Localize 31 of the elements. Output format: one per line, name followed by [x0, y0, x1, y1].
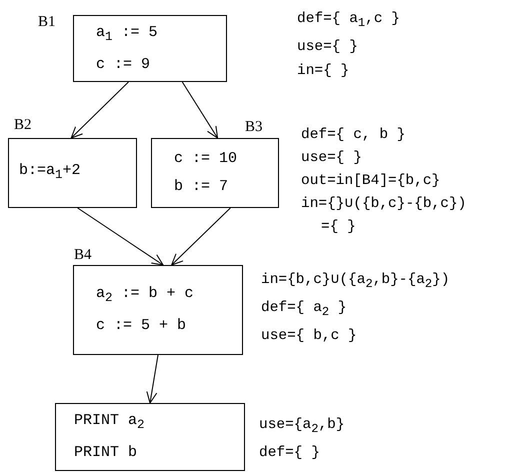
- set-equation: in={}∪({b,c}-{b,c}): [301, 195, 466, 214]
- set-equation: def={ }: [259, 444, 321, 463]
- statement: c := 9: [96, 54, 152, 74]
- statement: b:=a$_{1}$+2: [19, 161, 82, 184]
- statement: PRINT b: [74, 443, 138, 463]
- arrow: [146, 354, 158, 404]
- statement: a$_{2}$ := b + c: [96, 284, 195, 307]
- statement: PRINT a$_{2}$: [74, 411, 146, 434]
- set-equation: def={ a$_{1}$,c }: [297, 10, 400, 32]
- set-equation: out=in[B4]={b,c}: [301, 172, 442, 191]
- arrow: [182, 82, 218, 138]
- arrow: [77, 208, 164, 266]
- block-label: B3: [245, 119, 263, 136]
- block-label: B4: [74, 247, 92, 264]
- statement: c := 10: [174, 149, 238, 169]
- statement: b := 7: [174, 177, 230, 197]
- set-equation: def={ c, b }: [301, 126, 406, 145]
- set-equation: ={ }: [320, 218, 357, 237]
- set-equation: in={b,c}∪({a$_{2}$,b}-{a$_{2}$}): [261, 271, 450, 293]
- arrow: [70, 82, 129, 138]
- set-equation: use={a$_{2}$,b}: [259, 416, 345, 438]
- statement: a$_{1}$ := 5: [96, 22, 159, 46]
- set-equation: def={ a$_{2}$ }: [261, 298, 348, 321]
- block-label: B2: [14, 117, 32, 134]
- set-equation: use={ b,c }: [261, 326, 358, 346]
- statement: c := 5 + b: [96, 316, 188, 336]
- arrow: [171, 208, 231, 266]
- set-equation: use={ }: [301, 149, 363, 168]
- set-equation: use={ }: [297, 38, 359, 57]
- set-equation: in={ }: [297, 62, 350, 81]
- block-label: B1: [38, 14, 56, 31]
